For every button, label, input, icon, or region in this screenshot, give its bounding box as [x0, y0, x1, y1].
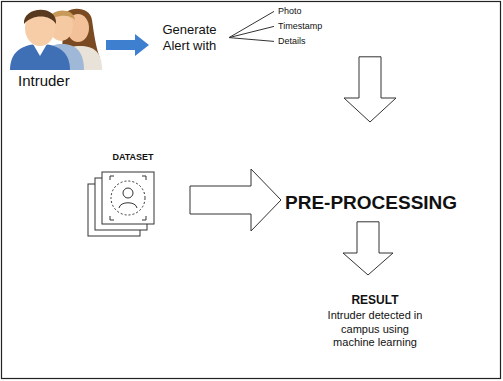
node-label: Details	[278, 36, 306, 47]
dataset-store: DATASET	[88, 152, 178, 242]
alert-item: Timestamp	[278, 21, 322, 32]
node-label: Generate Alert with	[152, 22, 227, 53]
fan-line	[229, 26, 274, 37]
alert-text: Generate Alert with	[152, 22, 227, 53]
node-label: PRE-PROCESSING	[285, 192, 457, 215]
node-label: RESULT	[351, 293, 398, 307]
node-label: Intruder	[18, 72, 70, 90]
node-label: Photo	[278, 6, 302, 17]
actor-figure: Intruder	[8, 4, 106, 94]
process-step: PRE-PROCESSING	[285, 192, 457, 215]
fan-line	[229, 38, 274, 42]
flow-arrow	[190, 169, 281, 231]
dataset-icon	[88, 172, 154, 236]
flow-arrow	[106, 34, 149, 56]
flow-arrow	[343, 222, 393, 275]
fan-line	[229, 11, 274, 37]
alert-item: Details	[278, 36, 306, 47]
result-block: RESULT Intruder detected in campus using …	[310, 293, 440, 349]
alert-item: Photo	[278, 6, 302, 17]
node-label: DATASET	[112, 152, 153, 163]
node-label: Timestamp	[278, 21, 322, 32]
node-body: Intruder detected in campus using machin…	[325, 309, 425, 349]
intruder-figures	[10, 9, 102, 70]
flow-arrow	[344, 57, 396, 122]
